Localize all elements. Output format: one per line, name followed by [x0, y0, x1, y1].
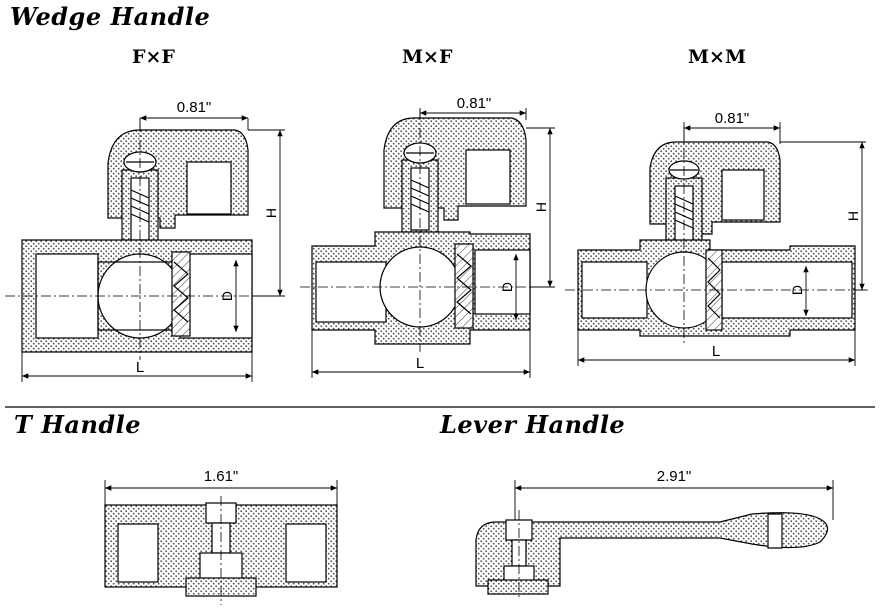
fxf-height-label: H — [263, 208, 279, 218]
mxf-width-label: 0.81" — [457, 95, 492, 112]
lever-handle-dims — [514, 480, 834, 520]
valve-fxf — [5, 122, 275, 360]
lever-handle-title: Lever Handle — [440, 410, 626, 439]
lever-handle-width-label: 2.91" — [657, 468, 692, 485]
fxf-width-label: 0.81" — [177, 99, 212, 116]
t-handle-title: T Handle — [14, 410, 142, 439]
valve-mxf-dims — [311, 108, 555, 378]
mxf-length-label: L — [416, 355, 424, 372]
valve-mxm — [565, 130, 870, 346]
t-handle-dims — [104, 480, 338, 505]
t-handle-width-label: 1.61" — [204, 468, 239, 485]
variant-mxm-label: M×M — [688, 46, 746, 68]
mxf-height-label: H — [533, 202, 549, 212]
fxf-diameter-label: D — [219, 291, 235, 301]
mxm-diameter-label: D — [789, 285, 805, 295]
variant-mxf-label: M×F — [402, 46, 453, 68]
valve-mxf — [300, 110, 545, 352]
variant-fxf-label: F×F — [132, 46, 175, 68]
t-handle-drawing — [104, 496, 338, 605]
valve-mxm-dims — [577, 122, 866, 366]
valve-fxf-dims — [21, 115, 285, 382]
mxm-height-label: H — [845, 211, 861, 221]
mxm-width-label: 0.81" — [715, 110, 750, 127]
wedge-handle-title: Wedge Handle — [10, 2, 211, 31]
mxm-length-label: L — [712, 343, 720, 360]
lever-handle-drawing — [475, 510, 829, 600]
mxf-diameter-label: D — [499, 282, 515, 292]
fxf-length-label: L — [136, 359, 144, 376]
